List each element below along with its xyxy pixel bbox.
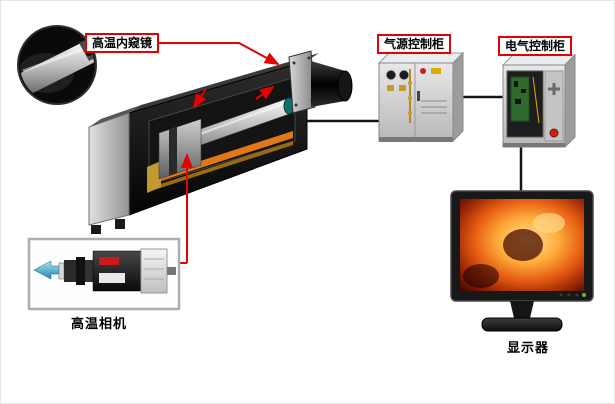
cross-vent — [552, 83, 556, 95]
label-electric-cabinet: 电气控制柜 — [498, 36, 573, 56]
endoscope-inset — [17, 25, 97, 105]
flange-bolt — [292, 61, 296, 65]
regulator-knob — [387, 85, 394, 91]
machine-foot — [115, 219, 125, 229]
camera-unit — [27, 237, 181, 311]
camera-label-plate — [99, 273, 125, 283]
machine-top-left-face — [89, 105, 141, 127]
red-arrow-icon — [255, 85, 275, 100]
indicator-light — [420, 68, 426, 74]
door-handle — [417, 91, 420, 101]
cable-connector — [167, 267, 176, 275]
endoscope-probe-photo — [20, 40, 94, 95]
lens-barrel — [85, 260, 93, 282]
power-led — [582, 293, 586, 297]
machine-foot — [91, 225, 101, 234]
valve-block — [431, 68, 441, 74]
label-monitor: 显示器 — [507, 340, 550, 355]
machine-top-face — [129, 53, 319, 113]
furnace-hot-spot — [533, 213, 565, 233]
red-arrow-icon — [157, 42, 280, 65]
chip — [514, 81, 518, 87]
pipe-fitting — [408, 111, 412, 115]
red-arrows — [157, 42, 280, 264]
pipe-fitting — [408, 96, 412, 100]
cabinet-side — [564, 53, 576, 149]
cabinet-top — [501, 54, 577, 66]
air-control-cabinet — [377, 51, 465, 143]
machine-housing — [88, 50, 353, 234]
outer-cylinder — [311, 61, 345, 107]
lens-barrel — [64, 260, 76, 282]
monitor-base — [481, 317, 563, 332]
flange-bolt — [294, 103, 298, 107]
camera-rear-housing — [140, 248, 168, 294]
flange-bolt — [307, 56, 311, 60]
label-air-cabinet: 气源控制柜 — [377, 34, 452, 54]
monitor-button — [575, 293, 579, 297]
furnace-dark-blob — [503, 229, 543, 261]
chip — [515, 99, 521, 104]
furnace-shadow — [463, 264, 499, 288]
monitor — [450, 190, 594, 332]
lens-barrel — [76, 257, 85, 285]
mount-flange — [288, 50, 316, 114]
machine-end-face — [88, 112, 130, 226]
signal-connectors — [307, 95, 523, 191]
cabinet-base — [379, 137, 453, 142]
wire — [532, 76, 540, 124]
label-camera: 高温相机 — [71, 316, 128, 331]
monitor-button — [567, 293, 571, 297]
red-arrow-icon — [192, 88, 207, 109]
cabinet-top — [377, 52, 465, 64]
camera-logo-plate — [99, 257, 119, 265]
monitor-button — [559, 293, 563, 297]
lens-rim — [58, 262, 65, 280]
carriage-band — [169, 127, 177, 176]
pressure-gauge — [385, 69, 397, 81]
electric-control-cabinet — [501, 53, 577, 149]
cabinet-side — [452, 51, 464, 143]
chip — [521, 89, 526, 93]
cylinder-end-cap — [337, 70, 353, 102]
cabinet-base — [503, 143, 565, 147]
regulator-knob — [399, 85, 406, 91]
emergency-stop-button — [549, 128, 559, 138]
monitor-neck — [510, 301, 534, 318]
label-endoscope: 高温内窥镜 — [85, 33, 160, 53]
pressure-gauge — [398, 69, 410, 81]
drive-motor — [147, 161, 161, 193]
pipe-fitting — [408, 81, 412, 85]
